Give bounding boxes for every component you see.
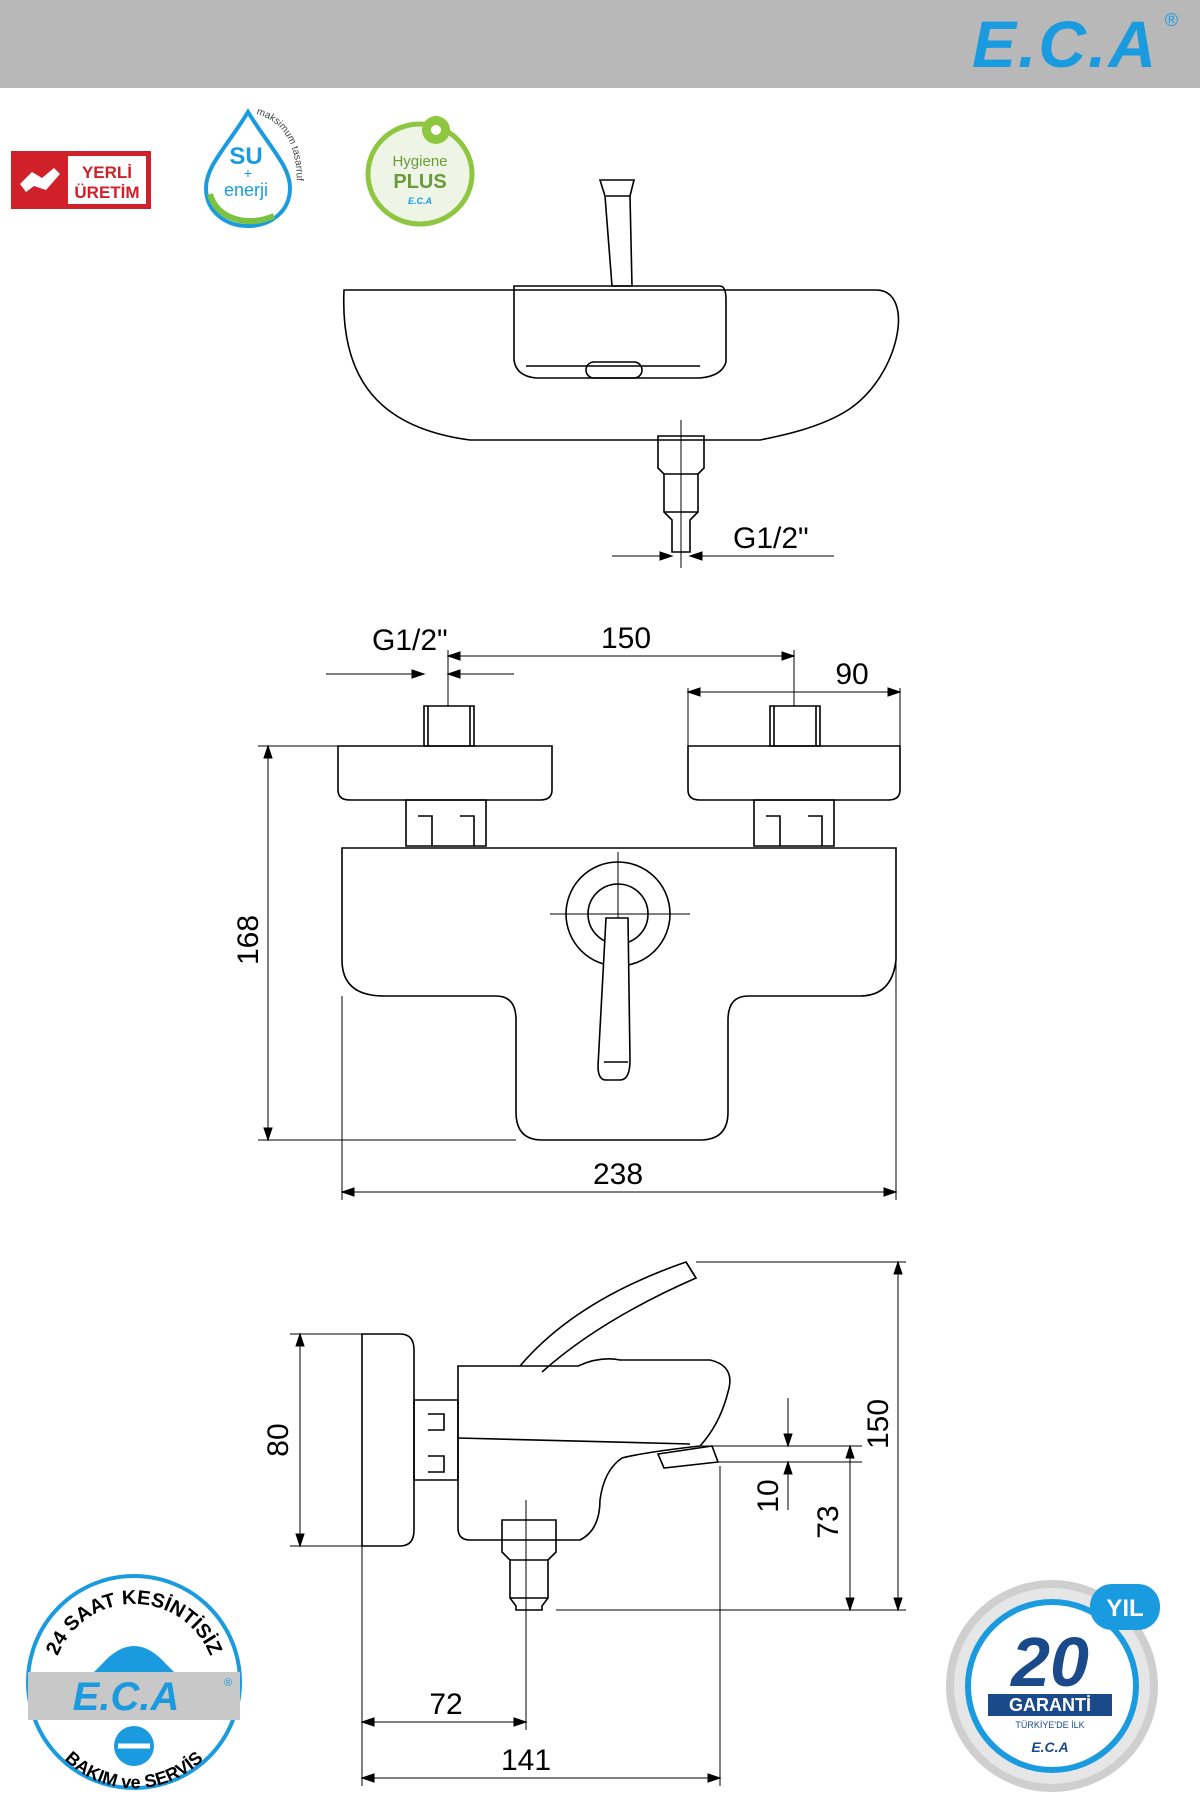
- depth-partial-label: 72: [429, 1688, 462, 1721]
- plus-label: +: [244, 165, 252, 181]
- left-inlet-thread: [423, 705, 475, 747]
- side-view: 80 150 10 73 72 141: [262, 1260, 906, 1786]
- side-dimensions: [290, 1260, 906, 1786]
- side-left-height-label: 80: [262, 1423, 295, 1456]
- side-nut: [413, 1399, 459, 1481]
- side-body: [457, 1358, 731, 1541]
- top-view-outlet: [585, 361, 643, 379]
- right-nut: [753, 799, 835, 847]
- top-view: G1/2": [342, 179, 900, 568]
- hygiene-plus-badge: Hygiene PLUS E.C.A: [365, 116, 475, 227]
- side-flange: [361, 1333, 415, 1547]
- hygiene-eca-logo: E.C.A: [408, 196, 432, 206]
- front-view: G1/2" 150 90 168 238: [232, 622, 902, 1200]
- water-drop-icon: [203, 108, 293, 228]
- top-view-inlet: [657, 420, 705, 568]
- center-distance-label: 150: [601, 622, 651, 655]
- side-handle: [519, 1261, 698, 1373]
- height-label: 168: [232, 915, 265, 965]
- service-badge: 24 SAAT KESİNTİSİZ E.C.A ® BAKIM ve SERV…: [26, 1574, 242, 1792]
- su-enerji-badge: SU + enerji maksimum tasarruf: [203, 108, 305, 228]
- service-reg-mark: ®: [224, 1677, 232, 1689]
- front-thread-label: G1/2": [372, 624, 448, 657]
- hygiene-label: Hygiene: [392, 153, 447, 170]
- top-view-lever: [598, 179, 636, 287]
- header-bar: [0, 0, 1200, 88]
- spout-gap-label: 10: [752, 1479, 785, 1512]
- spout-height-label: 73: [812, 1505, 845, 1538]
- eca-logo: E.C.A ®: [888, 8, 1178, 80]
- front-lever: [597, 917, 631, 1081]
- flower-icon: [422, 116, 450, 144]
- hardhat-icon: [94, 1646, 174, 1672]
- left-flange: [337, 745, 553, 801]
- plus-label: PLUS: [393, 171, 446, 193]
- uretim-label: ÜRETİM: [74, 183, 139, 202]
- left-nut: [405, 799, 487, 847]
- yerli-uretim-badge: YERLİ ÜRETİM: [11, 151, 151, 209]
- side-inlet: [501, 1500, 557, 1614]
- depth-label: 90: [835, 658, 868, 691]
- warranty-label: GARANTİ: [1009, 1695, 1091, 1715]
- warranty-badge: YIL 20 GARANTİ TÜRKİYE'DE İLK E.C.A: [946, 1580, 1160, 1792]
- eca-logo-text: E.C.A: [971, 7, 1158, 81]
- yerli-label: YERLİ: [82, 163, 132, 182]
- depth-total-label: 141: [501, 1744, 551, 1777]
- wrench-icon: [114, 1726, 154, 1766]
- top-view-body: [342, 289, 900, 441]
- service-eca-logo: E.C.A: [73, 1675, 180, 1719]
- warranty-eca-logo: E.C.A: [1031, 1739, 1068, 1755]
- side-total-height-label: 150: [862, 1399, 895, 1449]
- su-label: SU: [229, 143, 262, 170]
- registered-mark: ®: [1164, 10, 1178, 30]
- width-label: 238: [593, 1158, 643, 1191]
- front-body: [341, 847, 897, 1141]
- right-inlet-thread: [769, 705, 821, 747]
- right-flange: [687, 745, 901, 801]
- warranty-sub-label: TÜRKİYE'DE İLK: [1015, 1720, 1084, 1730]
- front-dimensions: [258, 650, 902, 1200]
- warranty-unit-label: YIL: [1106, 1595, 1143, 1622]
- enerji-label: enerji: [224, 180, 268, 200]
- top-thread-dimension: [612, 551, 834, 561]
- top-view-lever-base: [513, 285, 727, 379]
- top-thread-label: G1/2": [733, 522, 809, 555]
- warranty-number-label: 20: [1009, 1623, 1089, 1701]
